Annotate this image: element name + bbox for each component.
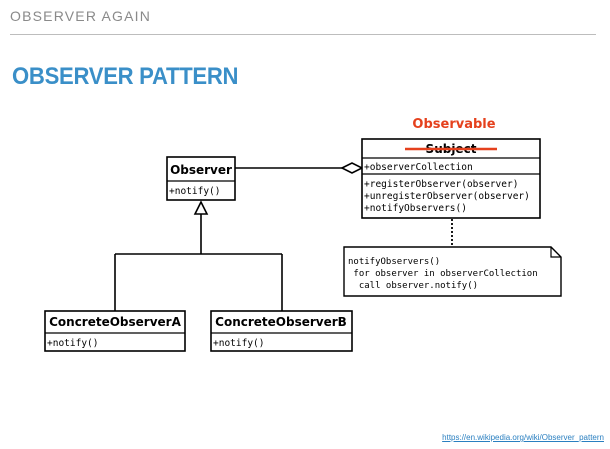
aggregation-diamond bbox=[340, 162, 364, 174]
concrete-observer-b-name: ConcreteObserverB bbox=[215, 315, 347, 329]
concrete-observer-b-notify: +notify() bbox=[213, 338, 264, 349]
note-fold bbox=[550, 247, 561, 258]
note-shape bbox=[343, 246, 562, 297]
subject-class: Subject +observerCollection +registerObs… bbox=[361, 138, 541, 219]
header-divider bbox=[10, 34, 596, 35]
section-header: OBSERVER AGAIN bbox=[10, 8, 152, 24]
observer-notify-method: +notify() bbox=[169, 186, 220, 197]
subject-register-method: +registerObserver(observer) bbox=[364, 179, 518, 190]
concrete-observer-a-class: ConcreteObserverA +notify() bbox=[44, 310, 186, 352]
observer-class-name: Observer bbox=[170, 163, 232, 177]
note-line-3: call observer.notify() bbox=[348, 281, 478, 291]
concrete-observer-a-name: ConcreteObserverA bbox=[49, 315, 182, 329]
observable-label: Observable bbox=[412, 117, 495, 132]
observer-class: Observer +notify() bbox=[166, 156, 236, 201]
note-line-1: notifyObservers() bbox=[348, 257, 440, 267]
concrete-observer-b-class: ConcreteObserverB +notify() bbox=[210, 310, 353, 352]
source-link[interactable]: https://en.wikipedia.org/wiki/Observer_p… bbox=[442, 433, 604, 442]
implementation-note: notifyObservers() for observer in observ… bbox=[343, 246, 562, 297]
slide-title: OBSERVER PATTERN bbox=[12, 63, 239, 90]
note-line-2: for observer in observerCollection bbox=[348, 269, 538, 279]
subject-attribute: +observerCollection bbox=[364, 162, 473, 173]
connectors bbox=[114, 162, 453, 311]
concrete-observer-a-notify: +notify() bbox=[47, 338, 98, 349]
subject-notify-method: +notifyObservers() bbox=[364, 203, 467, 214]
subject-unregister-method: +unregisterObserver(observer) bbox=[364, 191, 530, 202]
inheritance-triangle bbox=[193, 200, 209, 215]
